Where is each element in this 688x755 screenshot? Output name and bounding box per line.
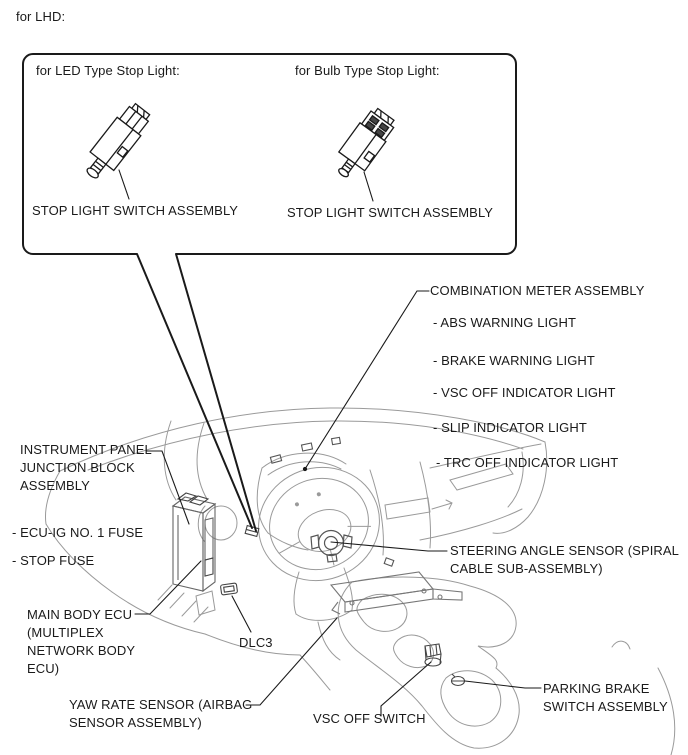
vsc-off-switch-knob <box>424 643 442 667</box>
leader-parking-brake-switch <box>464 680 542 689</box>
label-ecu-ig-no1-fuse: - ECU-IG NO. 1 FUSE <box>12 525 144 540</box>
label-vsc-off-switch: VSC OFF SWITCH <box>313 711 426 726</box>
label-main-body-ecu: MAIN BODY ECU (MULTIPLEX NETWORK BODY EC… <box>27 607 136 676</box>
steering-wheel <box>258 466 380 582</box>
wedge-pointer <box>136 253 257 532</box>
leader-main-body-ecu <box>134 560 202 615</box>
leader-led-switch <box>118 169 130 200</box>
instrument-panel-junction-block <box>171 492 217 593</box>
leader-yaw-rate-sensor <box>245 617 338 706</box>
leader-steering-angle-sensor <box>330 541 448 552</box>
parking-brake-switch <box>450 673 466 687</box>
leader-vsc-off-switch <box>380 661 432 717</box>
label-led-stop-light-switch: STOP LIGHT SWITCH ASSEMBLY <box>32 203 239 218</box>
label-vsc-off-indicator-light: - VSC OFF INDICATOR LIGHT <box>433 385 616 400</box>
inset-callout-box <box>22 53 517 532</box>
yaw-rate-sensor <box>329 571 463 615</box>
inset-bulb-heading: for Bulb Type Stop Light: <box>295 63 440 78</box>
callout-leader-lines <box>118 169 542 717</box>
dashboard-line-art <box>45 407 676 755</box>
label-combination-meter: COMBINATION METER ASSEMBLY <box>430 283 645 298</box>
steering-angle-sensor <box>310 529 353 563</box>
label-brake-warning-light: - BRAKE WARNING LIGHT <box>433 353 595 368</box>
bulb-stop-light-switch-illustration <box>337 107 395 178</box>
variant-note: for LHD: <box>16 9 66 24</box>
dlc3-connector <box>220 582 238 596</box>
stop-light-switch-location <box>244 524 260 538</box>
leader-dlc3 <box>231 595 252 633</box>
label-slip-indicator-light: - SLIP INDICATOR LIGHT <box>433 420 587 435</box>
label-dlc3: DLC3 <box>239 635 273 650</box>
leader-bulb-switch <box>363 171 374 202</box>
label-yaw-rate-sensor: YAW RATE SENSOR (AIRBAG SENSOR ASSEMBLY) <box>69 697 253 730</box>
label-bulb-stop-light-switch: STOP LIGHT SWITCH ASSEMBLY <box>287 205 494 220</box>
label-steering-angle-sensor: STEERING ANGLE SENSOR (SPIRAL CABLE SUB-… <box>450 543 680 576</box>
leader-junction-block <box>145 450 190 525</box>
led-stop-light-switch-illustration <box>86 102 151 179</box>
leader-combination-meter <box>304 290 430 470</box>
label-stop-fuse: - STOP FUSE <box>12 553 95 568</box>
label-parking-brake-switch: PARKING BRAKE SWITCH ASSEMBLY <box>543 681 668 714</box>
label-abs-warning-light: - ABS WARNING LIGHT <box>433 315 576 330</box>
label-instrument-panel-junction-block: INSTRUMENT PANEL JUNCTION BLOCK ASSEMBLY <box>20 442 152 493</box>
label-trc-off-indicator-light: - TRC OFF INDICATOR LIGHT <box>436 455 619 470</box>
inset-led-heading: for LED Type Stop Light: <box>36 63 180 78</box>
combination-meter-connectors <box>269 436 395 567</box>
